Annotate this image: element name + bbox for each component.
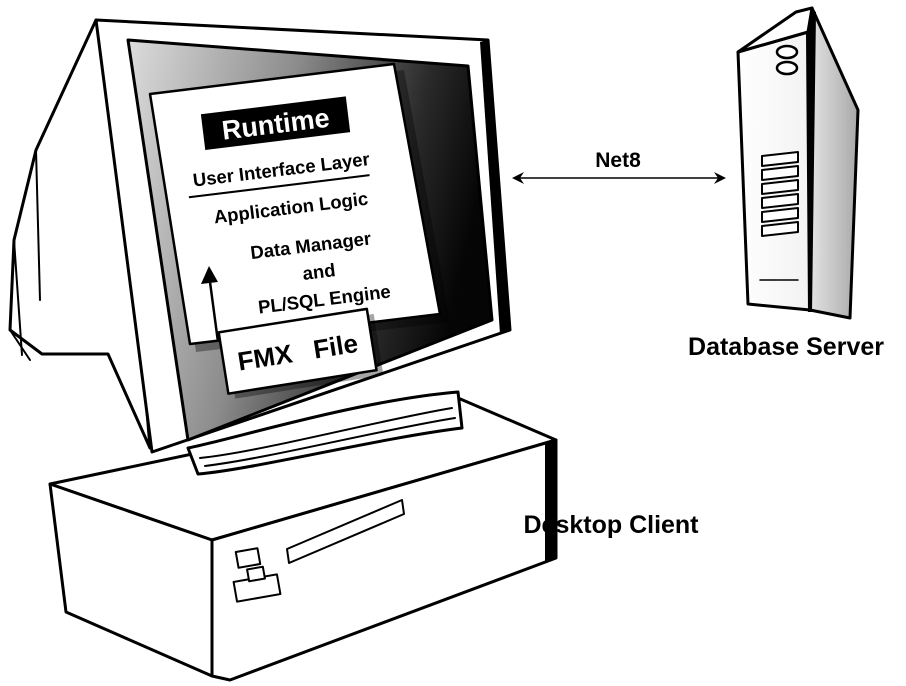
server-drive-icon-2 [775,60,799,76]
server-drive-icon-1 [775,44,799,60]
layer-divider [188,174,370,199]
drive-slot [286,499,405,564]
runtime-title-box [200,96,351,150]
base-right-edge [545,440,556,562]
server-side-face [806,6,860,320]
desktop-client: Runtime User Interface Layer Application… [8,18,558,682]
net8-label: Net8 [595,149,641,172]
front-button-small [246,565,266,583]
fmx-card: FMX File [217,307,384,399]
database-server [736,6,860,320]
database-server-label: Database Server [688,333,884,361]
and-label: and [301,259,336,284]
base-left-face [48,482,214,678]
desktop-client-label: Desktop Client [523,511,699,539]
monitor-stand [186,390,464,476]
fmx-card-box [217,307,378,395]
runtime-panel: Runtime User Interface Layer Application… [148,62,450,352]
load-arrow-shaft [208,281,220,343]
server-vent-slots [761,151,799,237]
net8-connection: Net8 [512,149,726,184]
front-button-top [234,547,262,569]
load-arrow-head-icon [201,266,218,284]
server-top-face [736,6,814,54]
